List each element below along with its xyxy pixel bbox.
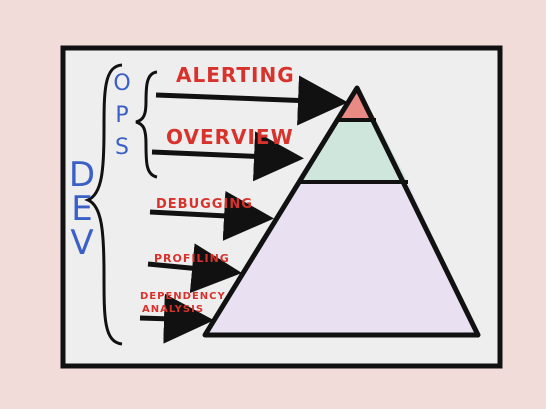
dev-letter-e: E — [71, 189, 92, 229]
label-profiling: PROFILING — [154, 252, 230, 265]
label-alerting: ALERTING — [176, 63, 295, 87]
label-dependency-line2: ANALYSIS — [142, 304, 204, 315]
ops-letter-s: S — [115, 135, 129, 160]
label-debugging: DEBUGGING — [156, 197, 253, 212]
arrow-alerting — [155, 75, 348, 126]
ops-brace — [135, 70, 158, 179]
dev-letter-v: V — [70, 223, 93, 263]
label-overview: OVERVIEW — [166, 125, 294, 149]
arrow-debugging — [149, 190, 274, 241]
pyramid-outline — [202, 85, 481, 338]
arrow-dependency-analysis — [139, 293, 214, 344]
dev-brace — [84, 63, 123, 346]
pyramid-tier-dev — [205, 182, 478, 335]
ops-letter-o: O — [113, 71, 130, 96]
arrow-overview — [151, 131, 304, 182]
dev-letter-d: D — [69, 155, 95, 195]
arrow-profiling — [147, 243, 242, 294]
label-dependency-line1: DEPENDENCY — [140, 291, 226, 302]
ops-letter-p: P — [115, 103, 128, 128]
